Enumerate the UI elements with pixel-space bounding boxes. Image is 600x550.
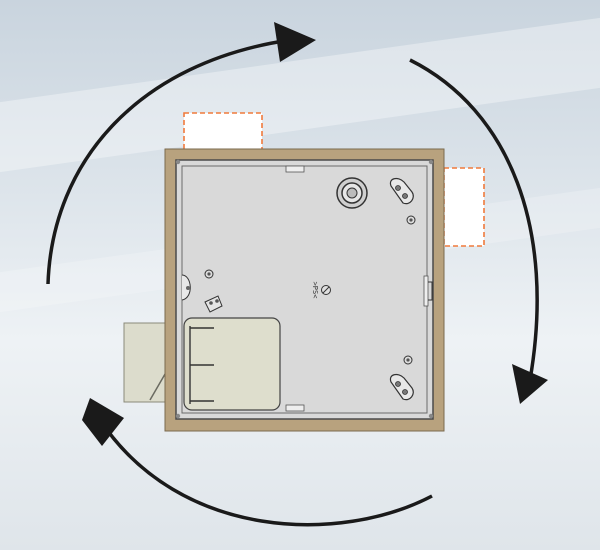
right-edge-tab [428, 281, 433, 301]
board-label: >PS< [311, 282, 319, 299]
frame-slot [285, 404, 305, 412]
rotate-arrow-icon [98, 419, 433, 527]
rotate-arrow-icon [409, 58, 539, 381]
mounting-hole-icon [186, 286, 190, 290]
corner-screw-icon [428, 159, 434, 165]
mounting-hole-icon [346, 187, 358, 199]
corner-screw-icon [175, 159, 181, 165]
cutout-top-dashed [183, 112, 263, 154]
corner-screw-icon [428, 413, 434, 419]
connector-pad [183, 317, 281, 411]
frame-slot [285, 165, 305, 173]
cable-clamp-icon [389, 177, 414, 205]
mounting-hole-icon [207, 272, 211, 276]
cutout-right-dashed [443, 167, 485, 247]
rotate-arrow-icon [274, 22, 316, 62]
corner-screw-icon [175, 413, 181, 419]
cable-clamp-icon [389, 373, 414, 401]
frame-slot [423, 275, 429, 307]
rotate-arrow-icon [82, 398, 124, 446]
mounting-hole-icon [409, 218, 413, 222]
cable-clamp-icon [204, 295, 223, 313]
mounting-hole-icon [406, 358, 410, 362]
rotate-arrow-icon [46, 38, 291, 285]
rotate-arrow-icon [512, 364, 548, 404]
